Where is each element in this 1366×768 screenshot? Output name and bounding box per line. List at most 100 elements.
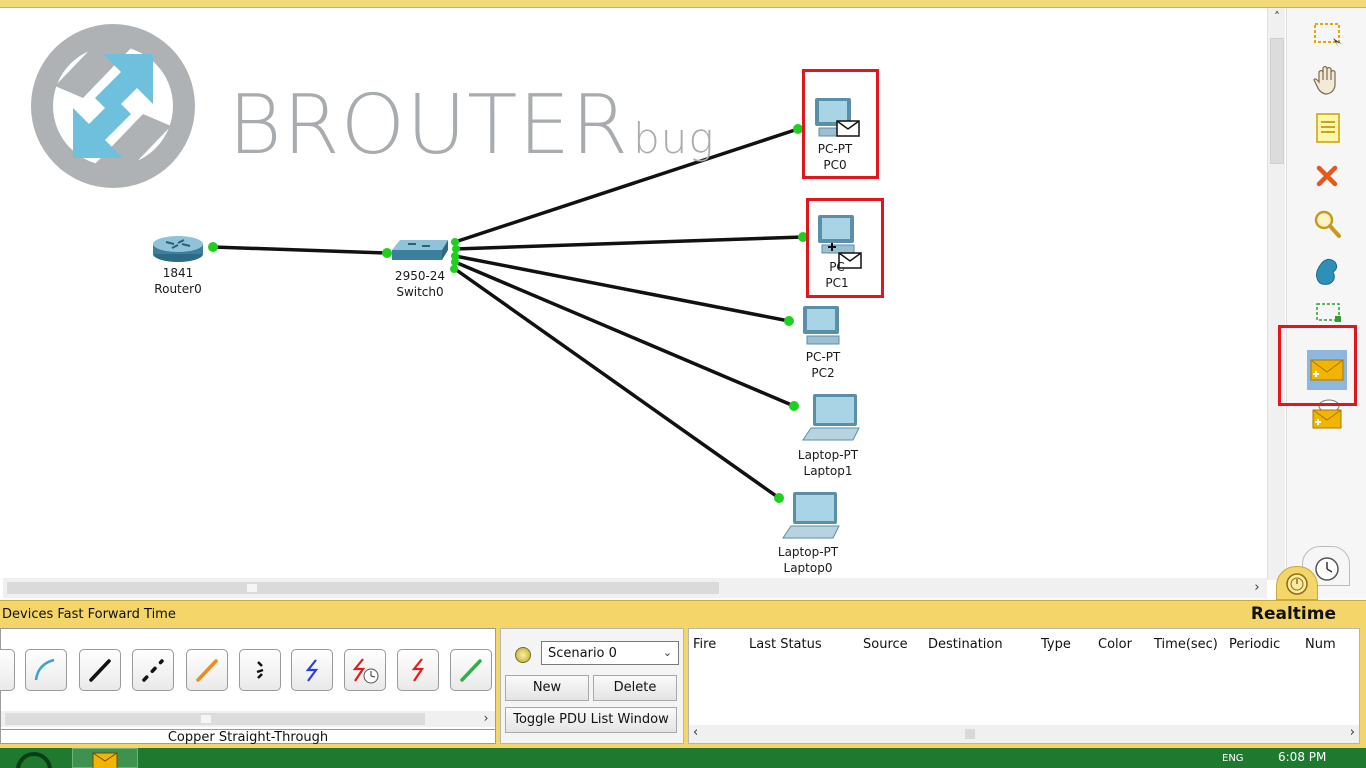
coaxial-button[interactable]: [291, 649, 333, 691]
link-light: [789, 401, 799, 411]
toggle-pdu-list-button[interactable]: Toggle PDU List Window: [505, 707, 677, 733]
connection-type-label: Copper Straight-Through: [1, 729, 495, 745]
device-name: Router0: [154, 282, 202, 296]
link-light: [451, 258, 459, 266]
octal-cable-icon: [460, 659, 482, 682]
fiber-cable-icon: [196, 659, 218, 682]
start-button-icon: [16, 752, 52, 768]
link-light: [784, 316, 794, 326]
column-header-type[interactable]: Type: [1041, 637, 1071, 652]
serial-dce-button[interactable]: [344, 649, 386, 691]
column-header-source[interactable]: Source: [863, 637, 908, 652]
add-simple-pdu-tool[interactable]: [1307, 350, 1347, 390]
link-light: [450, 265, 458, 273]
fiber-button[interactable]: [186, 649, 228, 691]
column-header-color[interactable]: Color: [1098, 637, 1132, 652]
link-light: [798, 232, 808, 242]
pc-icon: [803, 306, 840, 345]
device-label-pc1[interactable]: PC PC1: [825, 259, 848, 291]
resize-icon: [1316, 303, 1341, 322]
scroll-right-icon[interactable]: ›: [1254, 580, 1260, 595]
console-cable-icon: [34, 658, 55, 681]
copper-cross-over-button[interactable]: [132, 649, 174, 691]
scrollbar-thumb[interactable]: [7, 582, 719, 594]
pdu-envelope-icon: [836, 120, 860, 137]
link-switch0-pc1: [454, 235, 804, 251]
octal-cable-button[interactable]: [450, 649, 492, 691]
scroll-right-icon[interactable]: ›: [483, 711, 489, 725]
link-router0-switch0: [212, 245, 388, 255]
device-label-pc2[interactable]: PC-PT PC2: [806, 349, 841, 381]
highlight-box-pdu-tool: [1278, 325, 1357, 406]
device-label-switch0[interactable]: 2950-24 Switch0: [395, 268, 445, 300]
stopwatch-icon: [1315, 557, 1339, 581]
clock-time[interactable]: 6:08 PM: [1278, 750, 1327, 764]
move-layout-tool[interactable]: [1307, 60, 1347, 100]
workspace-horizontal-scrollbar[interactable]: ›: [3, 578, 1267, 598]
device-label-router0[interactable]: 1841 Router0: [154, 265, 201, 297]
brand-sub: bug: [633, 114, 715, 163]
scroll-right-icon[interactable]: ›: [1349, 725, 1355, 740]
scrollbar-thumb[interactable]: [5, 713, 425, 725]
scrollbar-grip: [247, 584, 257, 592]
column-header-time[interactable]: Time(sec): [1154, 637, 1218, 652]
magnifier-icon: [1314, 210, 1341, 238]
column-header-last-status[interactable]: Last Status: [749, 637, 822, 652]
column-header-fire[interactable]: Fire: [693, 637, 717, 652]
device-model: Laptop-PT: [797, 448, 859, 462]
scroll-left-icon[interactable]: ‹: [693, 725, 699, 740]
pdu-list-scrollbar[interactable]: ‹ ›: [689, 725, 1359, 743]
select-tool[interactable]: [1307, 14, 1347, 54]
pdu-envelope-icon: [838, 252, 862, 269]
device-name: Switch0: [396, 285, 444, 299]
cursor-plus-icon: [828, 243, 836, 251]
language-indicator[interactable]: ENG: [1222, 753, 1244, 764]
simulation-mode-tab[interactable]: [1302, 546, 1350, 586]
link-switch0-laptop0: [453, 267, 781, 500]
status-left-text[interactable]: Devices Fast Forward Time: [2, 607, 176, 622]
console-cable-button[interactable]: [25, 649, 67, 691]
column-header-num[interactable]: Num: [1305, 637, 1336, 652]
logical-workspace[interactable]: BROUTERbug 1841 Router0 2950-24 Switch0 …: [3, 8, 1267, 580]
os-taskbar: ENG 6:08 PM: [0, 748, 1366, 768]
device-label-laptop1[interactable]: Laptop-PT Laptop1: [798, 447, 858, 479]
inspect-tool[interactable]: [1307, 204, 1347, 244]
scrollbar-grip[interactable]: [965, 729, 975, 739]
chevron-down-icon: ⌄: [662, 646, 672, 659]
workspace-vertical-scrollbar[interactable]: ˄: [1267, 8, 1285, 580]
scenario-select[interactable]: Scenario 0 ⌄: [541, 641, 679, 665]
column-header-destination[interactable]: Destination: [928, 637, 1003, 652]
link-light: [793, 124, 803, 134]
device-label-pc0[interactable]: PC-PT PC0: [818, 141, 853, 173]
device-model: PC: [829, 260, 845, 274]
pdu-list-table: Fire Last Status Source Destination Type…: [688, 628, 1360, 744]
draw-shape-tool[interactable]: [1307, 252, 1347, 292]
realtime-mode-tab[interactable]: [1276, 566, 1318, 600]
status-bar: Devices Fast Forward Time Realtime: [0, 600, 1366, 626]
brouterbug-logo-icon: [31, 24, 195, 188]
copper-straight-through-button[interactable]: [79, 649, 121, 691]
connection-partial-button[interactable]: [0, 649, 15, 691]
topology-canvas: [31, 24, 862, 539]
new-scenario-button[interactable]: New: [505, 675, 589, 701]
scrollbar-thumb[interactable]: [1270, 38, 1284, 164]
highlight-box-pc1: [806, 198, 884, 298]
device-label-laptop0[interactable]: Laptop-PT Laptop0: [778, 544, 838, 576]
common-tools-bar: [1286, 8, 1366, 598]
delete-scenario-button[interactable]: Delete: [593, 675, 677, 701]
connections-scrollbar[interactable]: ›: [1, 711, 495, 727]
resize-shape-tool[interactable]: [1307, 294, 1347, 334]
delete-tool[interactable]: [1307, 156, 1347, 196]
info-icon[interactable]: [515, 647, 531, 663]
device-model: Laptop-PT: [777, 545, 839, 559]
scroll-up-icon[interactable]: ˄: [1274, 10, 1280, 24]
column-header-periodic[interactable]: Periodic: [1229, 637, 1281, 652]
serial-dte-button[interactable]: [397, 649, 439, 691]
device-name: PC1: [825, 276, 849, 290]
phone-cable-button[interactable]: [239, 649, 281, 691]
place-note-tool[interactable]: [1307, 108, 1347, 148]
shape-icon: [1316, 258, 1338, 285]
link-switch0-pc2: [454, 254, 790, 323]
taskbar-app-packet-tracer[interactable]: [72, 748, 138, 768]
